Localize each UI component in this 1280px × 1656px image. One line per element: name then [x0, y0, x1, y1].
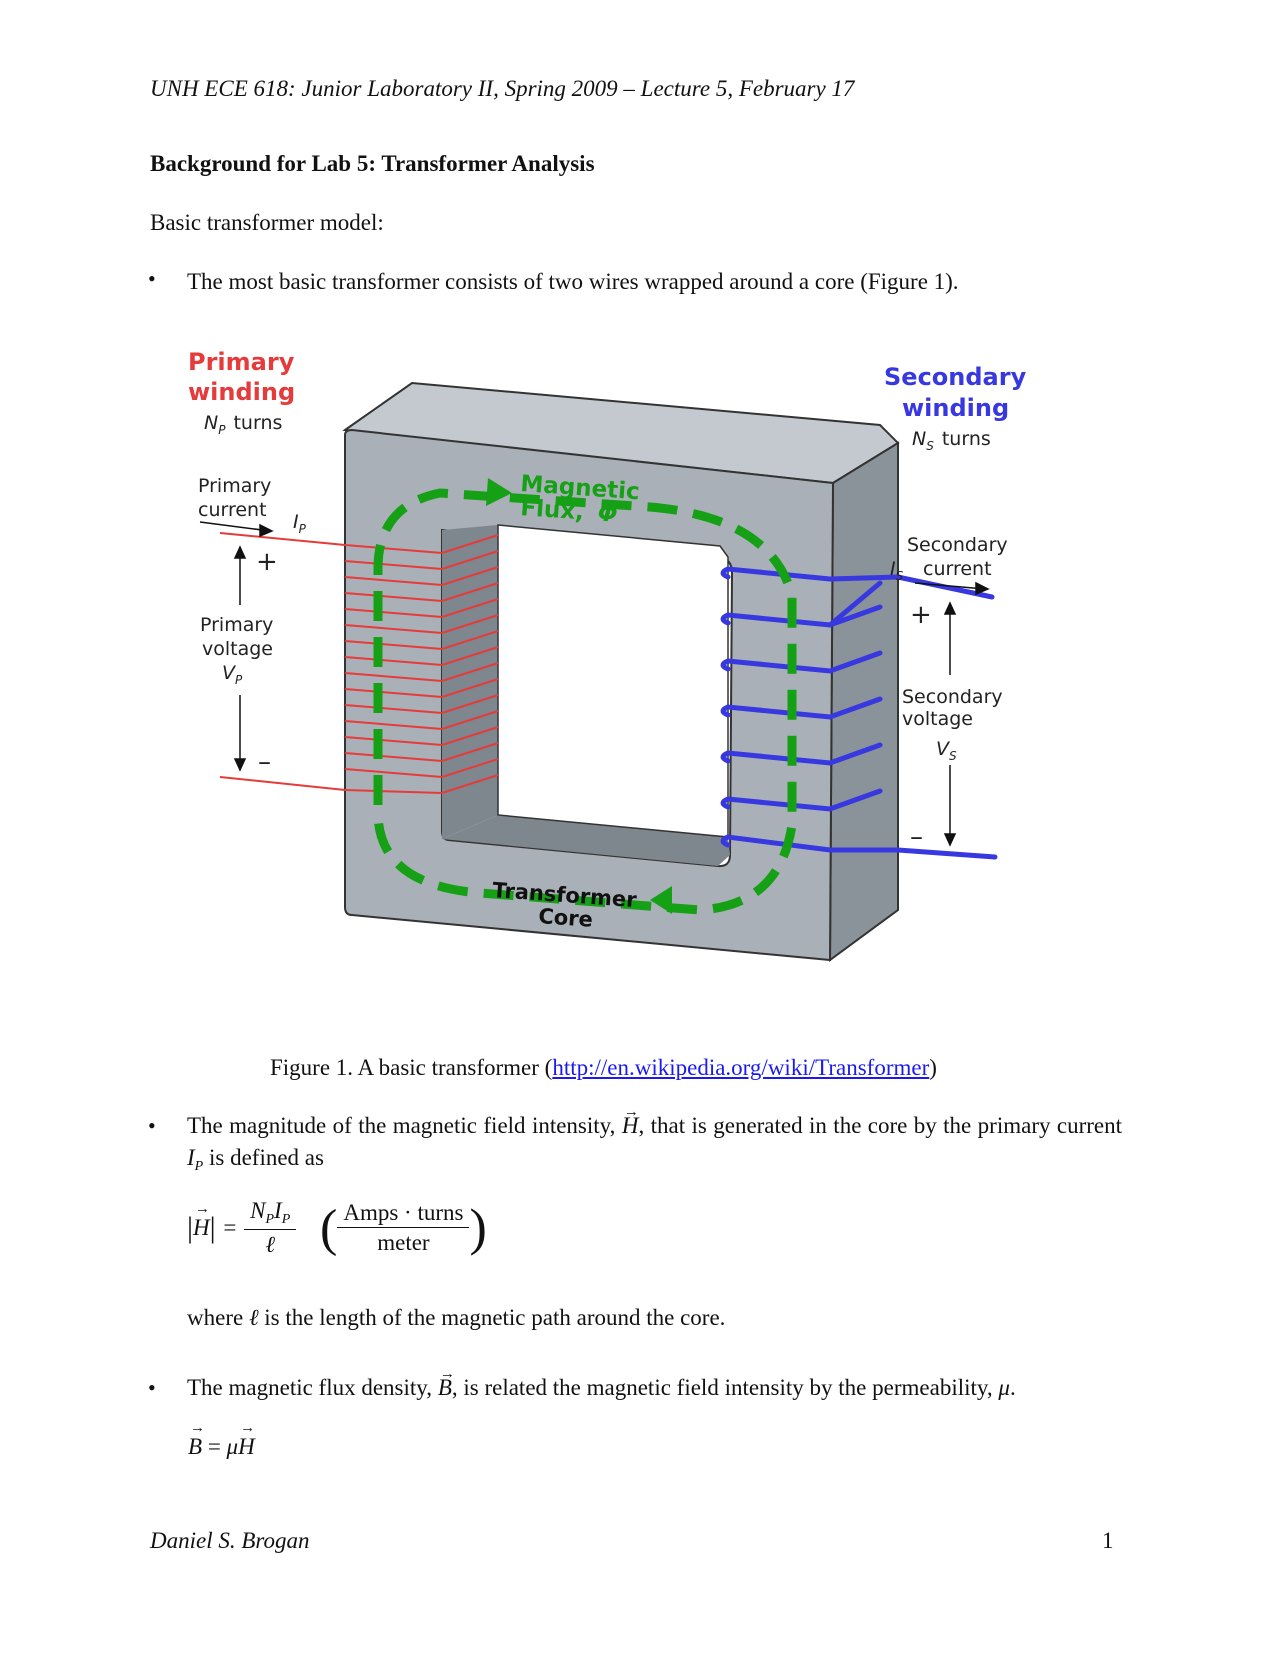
secondary-plus: +: [910, 600, 932, 630]
section-title: Background for Lab 5: Transformer Analys…: [150, 151, 595, 176]
secondary-voltage-label-1: Secondary: [902, 686, 1003, 708]
primary-current-symbol: IP: [293, 511, 307, 536]
core-label-2: Core: [538, 904, 594, 932]
page-number: 1: [1102, 1528, 1114, 1553]
secondary-minus: –: [910, 822, 923, 852]
secondary-voltage-arrows: [943, 601, 957, 847]
bullet-marker: •: [148, 1113, 156, 1138]
core-window-bottom-wall: [442, 815, 730, 866]
fraction-np-ip-over-l: NPIP ℓ: [244, 1198, 297, 1258]
bullet-text-1: The most basic transformer consists of t…: [187, 269, 959, 294]
primary-voltage-label-1: Primary: [200, 614, 273, 636]
where-clause: where ℓ is the length of the magnetic pa…: [187, 1305, 726, 1330]
vector-b: B: [438, 1358, 455, 1404]
primary-current-label-2: current: [198, 499, 267, 521]
primary-winding-label-1: Primary: [188, 348, 295, 376]
footer-author: Daniel S. Brogan: [150, 1528, 310, 1553]
secondary-winding: [720, 566, 998, 860]
flux-path: [373, 488, 797, 915]
core-window-opening: [497, 524, 729, 838]
secondary-current-arrow: [914, 581, 990, 596]
secondary-voltage-symbol: VS: [936, 738, 957, 763]
unit-fraction: Amps · turns meter: [337, 1200, 470, 1256]
caption-link[interactable]: http://en.wikipedia.org/wiki/Transformer: [552, 1055, 930, 1080]
secondary-current-label-2: current: [923, 558, 992, 580]
vector-h: H: [622, 1096, 639, 1142]
secondary-current-label-1: Secondary: [907, 534, 1008, 556]
primary-voltage-symbol: VP: [222, 662, 243, 687]
bullet-text-2: The magnitude of the magnetic field inte…: [187, 1096, 1122, 1183]
core-side-face: [828, 441, 899, 962]
secondary-current-symbol: IS: [890, 558, 904, 583]
primary-winding-label-2: winding: [188, 378, 295, 406]
primary-voltage-arrows: [233, 545, 247, 772]
caption-close: ): [929, 1055, 937, 1080]
figure-caption: Figure 1. A basic transformer (http://en…: [270, 1055, 937, 1081]
page-header: UNH ECE 618: Junior Laboratory II, Sprin…: [150, 76, 855, 101]
secondary-winding-label-1: Secondary: [884, 363, 1027, 391]
flux-arrow-bottom: [650, 886, 672, 914]
secondary-winding-label-2: winding: [902, 394, 1009, 422]
primary-minus: –: [258, 747, 271, 777]
subheading: Basic transformer model:: [150, 210, 384, 235]
flux-arrow-top: [486, 478, 512, 506]
field-intensity-equation: |H| = NPIP ℓ ( Amps · turns meter ): [187, 1198, 507, 1268]
secondary-voltage-label-2: voltage: [902, 708, 973, 730]
primary-current-arrow: [199, 521, 274, 538]
primary-voltage-label-2: voltage: [202, 638, 273, 660]
caption-text: Figure 1. A basic transformer (: [270, 1055, 553, 1080]
primary-plus: +: [256, 547, 278, 577]
bullet-marker: •: [148, 266, 156, 291]
primary-winding: [219, 532, 499, 794]
flux-label-2: Flux,Φ: [520, 495, 619, 528]
flux-density-equation: B = μH: [188, 1420, 255, 1460]
primary-current-label-1: Primary: [198, 475, 271, 497]
bullet-text-3: The magnetic flux density, B, is related…: [187, 1358, 1016, 1404]
bullet-marker: •: [148, 1375, 156, 1400]
